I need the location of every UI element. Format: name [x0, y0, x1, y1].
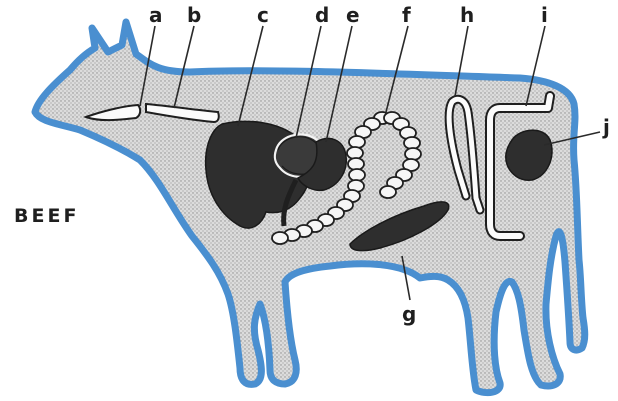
diagram-title: BEEF [14, 205, 79, 227]
label-d: d [315, 3, 329, 27]
label-i: i [541, 3, 548, 27]
label-g: g [402, 302, 416, 326]
label-j: j [602, 115, 610, 139]
label-e: e [346, 3, 360, 27]
label-a: a [149, 3, 163, 27]
label-b: b [187, 3, 201, 27]
label-c: c [257, 3, 269, 27]
label-f: f [402, 3, 411, 27]
label-h: h [460, 3, 474, 27]
